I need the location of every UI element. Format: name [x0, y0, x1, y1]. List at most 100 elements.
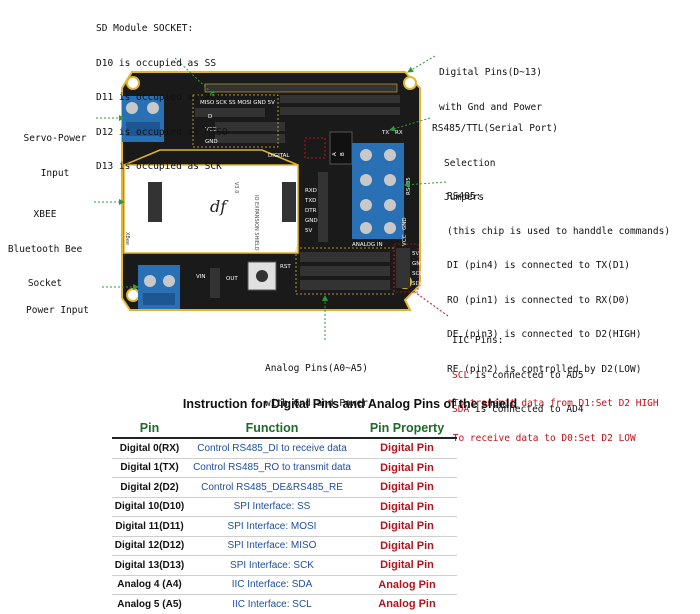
power-input-callout: Power Input — [26, 282, 89, 328]
table-row: Digital 0(RX) Control RS485_DI to receiv… — [112, 437, 457, 458]
rs485-line: (this chip is used to handdle commands) — [447, 225, 671, 237]
pcb-label-xbee-pin-2: TXD — [304, 198, 316, 204]
servo-power-terminal — [122, 96, 164, 142]
cell-function: IIC Interface: SCL — [187, 594, 357, 614]
iic-callout-line — [411, 289, 449, 317]
header-property: Pin Property — [369, 420, 445, 435]
cell-property: Digital Pin — [357, 457, 457, 478]
cell-function: IIC Interface: SDA — [187, 574, 357, 595]
iic-callout: IIC Pins: SCL is connected to AD5 SDA is… — [452, 312, 584, 427]
pcb-label-vin: VIN — [196, 274, 206, 280]
cell-pin: Analog 5 (A5) — [112, 594, 187, 614]
sd-module-line: D12 is occupied as MISO — [96, 126, 228, 138]
digital-pins-title: Digital Pins(D~13) — [439, 67, 542, 78]
pcb-label-rs485: RS485 — [406, 177, 412, 195]
iic-rest: is connected to AD5 — [469, 369, 584, 381]
cell-function: Control RS485_DE&RS485_RE — [187, 477, 357, 497]
xbee-title: XBEE — [33, 209, 57, 220]
pcb-label-gnd: GND — [205, 139, 218, 145]
servo-power-subtitle: Input — [40, 167, 70, 179]
cell-function: SPI Interface: MOSI — [187, 516, 357, 536]
analog-pins-title: Analog Pins(A0~A5) — [265, 363, 368, 374]
reset-button — [247, 261, 277, 291]
highlight-boxes — [192, 94, 419, 295]
cell-property: Digital Pin — [357, 516, 457, 536]
cell-pin: Digital 0(RX) — [112, 437, 187, 458]
cell-pin: Digital 12(D12) — [112, 535, 187, 556]
pcb-label-out: OUT — [226, 276, 238, 282]
rs485-line: DI (pin4) is connected to TX(D1) — [447, 260, 631, 271]
rs485-red-line: To receive data to D0:Set D2 LOW — [447, 432, 636, 444]
rs485-title: RS485: — [447, 191, 482, 202]
cell-property: Digital Pin — [357, 477, 457, 497]
digital-pin-headers — [195, 83, 400, 143]
table-row: Digital 12(D12) SPI Interface: MISO Digi… — [112, 535, 457, 556]
xbee-callout: XBEE Bluetooth Bee Socket — [0, 186, 90, 301]
iic-line: SCL is connected to AD5 — [452, 370, 584, 382]
pcb-label-vcc-side: VCC — [402, 234, 408, 246]
cell-pin: Digital 1(TX) — [112, 457, 187, 478]
cell-property: Analog Pin — [357, 594, 457, 614]
rs485-red-line: *To transmit data from D1:Set D2 HIGH — [447, 398, 659, 409]
table-row: Digital 1(TX) Control RS485_RO to transm… — [112, 457, 457, 478]
sd-module-line: D11 is occupied as MOSI — [96, 92, 228, 103]
cell-property: Analog Pin — [357, 574, 457, 595]
table-row: Digital 13(D13) SPI Interface: SCK Digit… — [112, 555, 457, 575]
cell-pin: Analog 4 (A4) — [112, 574, 187, 595]
iic-rest: is connected to AD4 — [469, 404, 584, 415]
xbee-mark-label: XBee — [124, 232, 130, 245]
rs485-block — [304, 131, 404, 239]
cell-pin: Digital 11(D11) — [112, 516, 187, 536]
pcb-label-d: D — [208, 114, 212, 120]
sd-module-callout: SD Module SOCKET: D10 is occupied as SS … — [96, 0, 228, 184]
rs485-ttl-line: Jumpers — [444, 192, 485, 203]
analog-pins-subtitle: with Gnd and Power — [265, 397, 368, 409]
header-pin: Pin — [139, 420, 160, 435]
pcb-label-iic-5v: 5V — [412, 251, 419, 257]
cell-pin: Digital 13(D13) — [112, 555, 187, 575]
pcb-label-rx: RX — [395, 130, 403, 136]
iic-title: IIC Pins: — [452, 335, 504, 346]
shield-diagram: df IO EXPANSION SHIELD V3.0 XBee — [94, 55, 449, 340]
digital-pins-subtitle: with Gnd and Power — [439, 101, 542, 113]
table-title: Instruction for Digital Pins and Analog … — [182, 397, 518, 411]
pcb-label-xbee-pin-5: 5V — [305, 228, 312, 234]
table-header-row: Pin Function Pin Property — [112, 418, 457, 438]
table-row: Analog 4 (A4) IIC Interface: SDA Analog … — [112, 574, 457, 595]
pcb-label-xbee-pin-3: DTR — [305, 208, 317, 214]
cell-function: Control RS485_DI to receive data — [187, 437, 357, 458]
analog-pin-headers — [300, 172, 410, 290]
cell-property: Digital Pin — [357, 437, 457, 458]
pcb-label-xbee-pin-1: RXD — [305, 188, 317, 194]
servo-power-title: Servo-Power — [23, 133, 87, 144]
cell-function: SPI Interface: SS — [187, 496, 357, 517]
analog-pins-callout: Analog Pins(A0~A5) with Gnd and Power — [265, 340, 368, 421]
pcb-label-rst: RST — [280, 264, 291, 270]
pcb-label-digital: DIGITAL — [268, 153, 290, 159]
mount-hole-tl — [126, 76, 140, 90]
table-row: Analog 5 (A5) IIC Interface: SCL Analog … — [112, 594, 457, 614]
xbee-line: Socket — [27, 278, 63, 289]
pcb-label-vcc: VCC — [205, 127, 217, 133]
pin-instruction-table: Pin Function Pin Property Digital 0(RX) … — [112, 418, 457, 614]
cell-property: Digital Pin — [357, 496, 457, 517]
pcb-label-analog-in: ANALOG IN — [352, 242, 383, 248]
pcb-label-a: A — [332, 152, 338, 156]
table-row: Digital 2(D2) Control RS485_DE&RS485_RE … — [112, 477, 457, 497]
pcb-label-gnd-side: GND — [402, 217, 408, 230]
header-function: Function — [245, 420, 299, 435]
pcb-label-tx: TX — [381, 130, 389, 136]
cell-function: SPI Interface: SCK — [187, 555, 357, 575]
rs485-callout: RS485: (this chip is used to handdle com… — [447, 168, 670, 456]
cell-pin: Digital 10(D10) — [112, 496, 187, 517]
sd-module-title: SD Module SOCKET: — [96, 23, 194, 34]
digital-pins-callout: Digital Pins(D~13) with Gnd and Power — [439, 44, 542, 125]
servo-power-callout: Servo-Power Input — [20, 110, 90, 191]
rs485-line: RE (pin2) is controlled by D2(LOW) — [447, 363, 642, 375]
rs485-ttl-title: RS485/TTL(Serial Port) — [432, 123, 558, 134]
cell-function: SPI Interface: MISO — [187, 535, 357, 556]
mount-hole-bl — [126, 288, 140, 302]
df-logo: df — [210, 197, 229, 216]
rs485-ttl-callout: RS485/TTL(Serial Port) Selection Jumpers — [432, 100, 558, 215]
sd-header-label: MISO SCK SS MOSI GND 5V — [200, 100, 275, 106]
